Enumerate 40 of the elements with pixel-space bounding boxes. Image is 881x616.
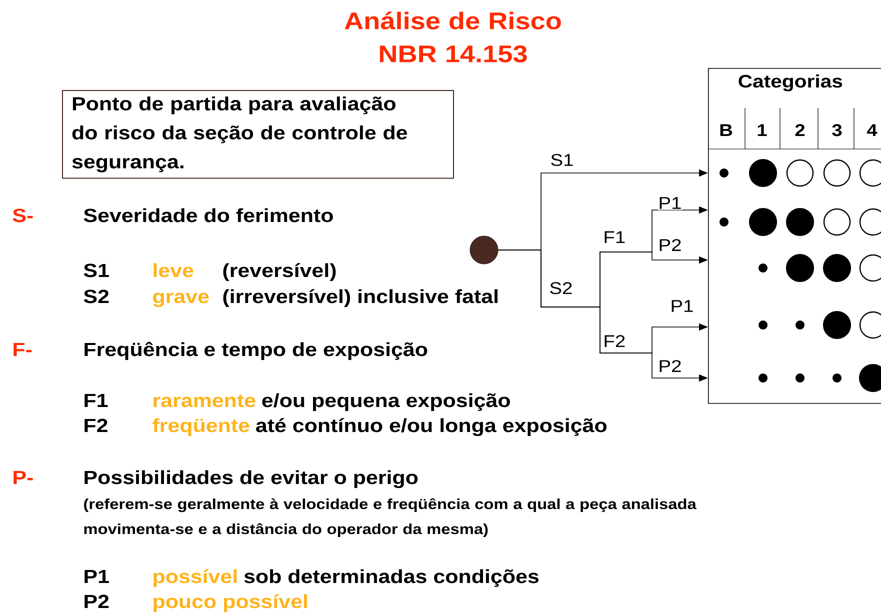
item-code: F2 xyxy=(84,418,108,432)
heading-text: Freqüência e tempo de exposição xyxy=(84,342,428,360)
edge-label: P2 xyxy=(660,239,681,251)
description-text: e/ou pequena exposição xyxy=(262,393,510,411)
item-code: P1 xyxy=(84,570,109,583)
keyword: leve xyxy=(154,263,194,278)
keyword: possível xyxy=(154,569,237,587)
item-code: P2 xyxy=(84,594,109,608)
item-code: S1 xyxy=(84,264,109,278)
item-code: F1 xyxy=(84,394,108,407)
keyword: raramente xyxy=(154,394,256,408)
section-letter: F- xyxy=(14,342,32,356)
note-text: (referem-se geralmente à velocidade e freqüência com a qual a peça analisada movimenta-se e a distância do operador da mesma) xyxy=(84,498,696,538)
description-text: sob determinadas condições xyxy=(244,569,539,587)
column-header: 2 xyxy=(795,124,805,136)
description-text: até contínuo e/ou longa exposição xyxy=(256,418,607,436)
title: Análise de Risco NBR 14.153 xyxy=(344,12,561,62)
start-circle xyxy=(470,236,498,264)
heading-text: Possibilidades de evitar o perigo xyxy=(84,470,418,488)
section-letter: P- xyxy=(14,470,33,484)
item-code: S2 xyxy=(84,290,109,304)
branch-label: F1 xyxy=(603,231,626,243)
branch-label: F2 xyxy=(603,335,626,347)
keyword: freqüente xyxy=(152,418,250,436)
keyword: pouco possível xyxy=(154,594,307,612)
keyword: grave xyxy=(153,292,209,308)
edge-label: P1 xyxy=(672,300,693,312)
column-header: 3 xyxy=(832,124,842,136)
branch-label: S2 xyxy=(549,282,573,294)
edge-label: P1 xyxy=(660,197,681,209)
heading-text: Severidade do ferimento xyxy=(84,208,333,222)
description-text: (irreversível) inclusive fatal xyxy=(223,289,498,307)
column-header: 4 xyxy=(866,124,878,136)
column-header: 1 xyxy=(758,124,767,136)
column-header: B xyxy=(720,124,732,136)
note-box: Ponto de partida para avaliação do risco da seção de controle de segurança. xyxy=(62,90,454,179)
section-letter: S- xyxy=(12,208,33,222)
description-text: (reversível) xyxy=(223,263,336,281)
edge-label: S1 xyxy=(551,154,573,166)
edge-label: P2 xyxy=(660,360,681,372)
